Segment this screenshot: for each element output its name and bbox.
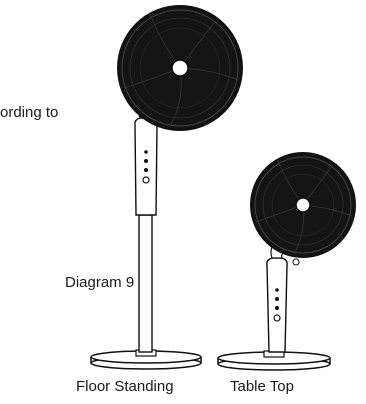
table-fan-control-buttons [273, 288, 281, 322]
table-top-label: Table Top [230, 378, 294, 395]
instruction-text-fragment: ording to [0, 104, 59, 121]
floor-fan-head [117, 5, 243, 131]
table-fan-head [250, 152, 356, 266]
floor-fan-control-column [134, 117, 158, 216]
floor-fan-lower-pole [138, 214, 153, 353]
table-top-fan [217, 152, 356, 371]
floor-standing-fan [90, 5, 243, 370]
floor-fan-base [90, 349, 202, 370]
floor-standing-label: Floor Standing [76, 378, 174, 395]
floor-fan-control-buttons [142, 150, 150, 184]
diagram-label: Diagram 9 [65, 274, 135, 291]
table-fan-base [217, 350, 331, 371]
table-fan-control-column [266, 257, 288, 353]
